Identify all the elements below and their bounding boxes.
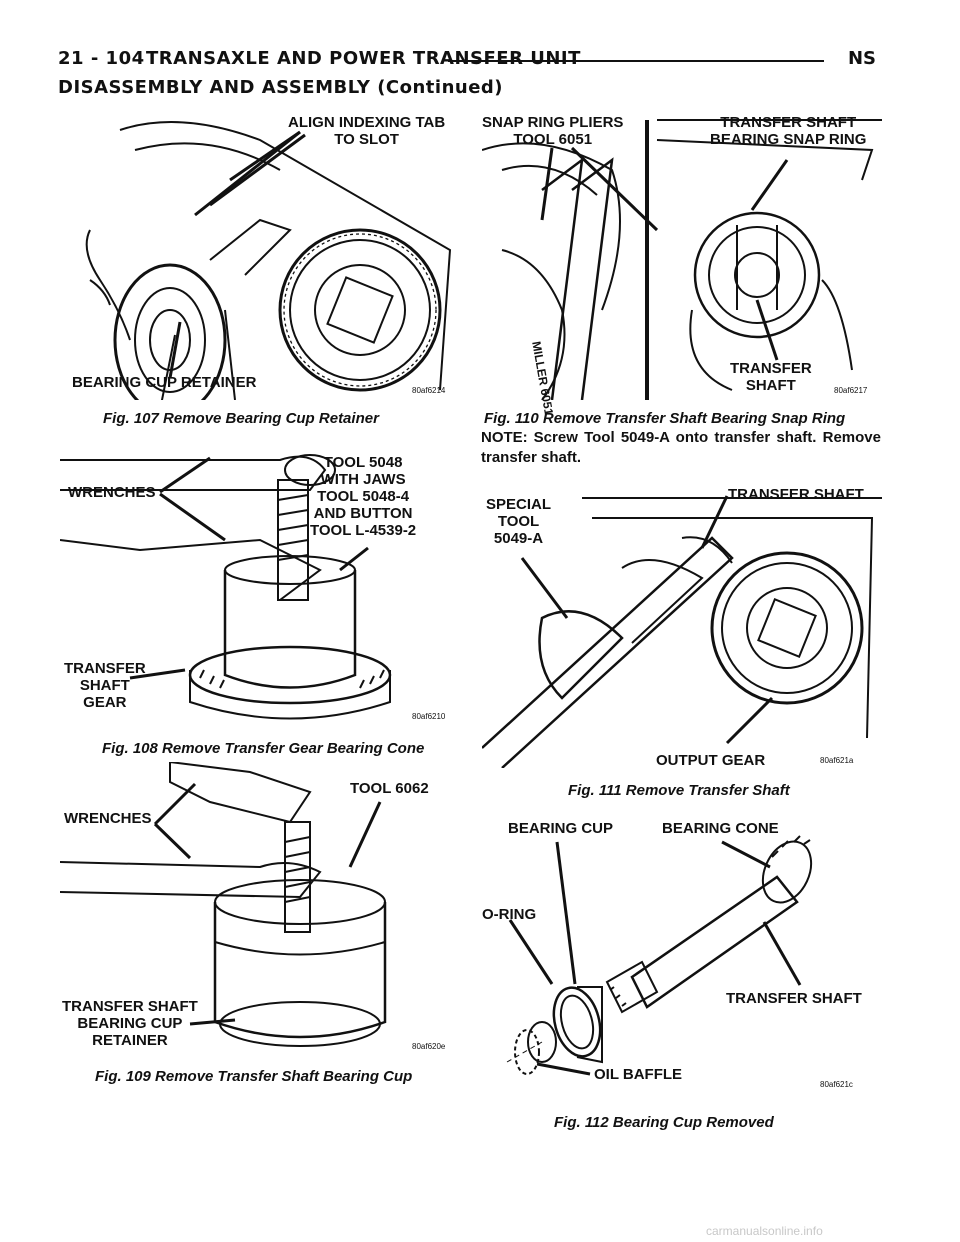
label-special-tool-5049a: SPECIAL TOOL 5049-A bbox=[486, 496, 552, 547]
label-wrenches: WRENCHES bbox=[68, 484, 156, 501]
vehicle-code: NS bbox=[847, 48, 876, 69]
header-rule bbox=[448, 60, 824, 62]
figure-107: ALIGN INDEXING TAB TO SLOT BEARING CUP R… bbox=[60, 110, 460, 400]
label-wrenches-109: WRENCHES bbox=[64, 810, 152, 827]
label-align-indexing-tab: ALIGN INDEXING TAB TO SLOT bbox=[288, 114, 446, 148]
figure-110-illustration bbox=[482, 119, 882, 400]
figure-109-caption: Fig. 109 Remove Transfer Shaft Bearing C… bbox=[95, 1068, 413, 1085]
figure-112: BEARING CUP BEARING CONE O-RING TRANSFER… bbox=[482, 812, 882, 1092]
label-snap-ring-pliers: SNAP RING PLIERS TOOL 6051 bbox=[482, 114, 624, 148]
note-paragraph: NOTE:Screw Tool 5049-A onto transfer sha… bbox=[481, 428, 881, 468]
figure-110-code: 80af6217 bbox=[834, 386, 868, 395]
figure-111-code: 80af621a bbox=[820, 756, 854, 765]
label-bearing-cup-retainer: BEARING CUP RETAINER bbox=[72, 374, 257, 391]
label-tool-6062: TOOL 6062 bbox=[350, 780, 429, 797]
label-bearing-cup: BEARING CUP bbox=[508, 820, 614, 837]
label-oil-baffle: OIL BAFFLE bbox=[594, 1066, 683, 1083]
note-text: Screw Tool 5049-A onto transfer shaft. R… bbox=[481, 429, 881, 466]
figure-109: WRENCHES TOOL 6062 TRANSFER SHAFT BEARIN… bbox=[60, 762, 460, 1052]
figure-112-caption: Fig. 112 Bearing Cup Removed bbox=[554, 1114, 774, 1131]
figure-109-illustration bbox=[60, 762, 387, 1047]
note-label: NOTE: bbox=[481, 429, 528, 446]
figure-108-illustration bbox=[60, 454, 392, 720]
figure-112-code: 80af621c bbox=[820, 1080, 853, 1089]
label-tool-5048: TOOL 5048 WITH JAWS TOOL 5048-4 AND BUTT… bbox=[310, 454, 417, 539]
watermark: carmanualsonline.info bbox=[706, 1224, 823, 1238]
label-transfer-shaft-gear: TRANSFER SHAFT GEAR bbox=[64, 660, 146, 711]
figure-112-illustration bbox=[506, 835, 813, 1076]
page-number: 21 - 104 bbox=[58, 48, 145, 69]
figure-111-illustration bbox=[482, 495, 882, 768]
page-header: 21 - 104 TRANSAXLE AND POWER TRANSFER UN… bbox=[58, 48, 876, 72]
label-bearing-cone: BEARING CONE bbox=[662, 820, 779, 837]
figure-108-caption: Fig. 108 Remove Transfer Gear Bearing Co… bbox=[102, 740, 425, 757]
label-transfer-shaft-112: TRANSFER SHAFT bbox=[726, 990, 862, 1007]
label-output-gear: OUTPUT GEAR bbox=[656, 752, 766, 769]
label-transfer-shaft-bearing-cup-retainer: TRANSFER SHAFT BEARING CUP RETAINER bbox=[62, 998, 198, 1049]
subheading: DISASSEMBLY AND ASSEMBLY (Continued) bbox=[58, 77, 504, 98]
figure-107-illustration bbox=[85, 121, 452, 400]
label-transfer-shaft-111: TRANSFER SHAFT bbox=[728, 486, 864, 503]
figure-110: SNAP RING PLIERS TOOL 6051 TRANSFER SHAF… bbox=[482, 110, 882, 416]
figure-108: WRENCHES TOOL 5048 WITH JAWS TOOL 5048-4… bbox=[60, 440, 460, 730]
label-transfer-shaft-110: TRANSFER SHAFT bbox=[730, 360, 812, 394]
figure-107-caption: Fig. 107 Remove Bearing Cup Retainer bbox=[103, 410, 379, 427]
figure-108-code: 80af6210 bbox=[412, 712, 446, 721]
label-o-ring: O-RING bbox=[482, 906, 537, 923]
figure-111-caption: Fig. 111 Remove Transfer Shaft bbox=[568, 782, 790, 799]
section-title: TRANSAXLE AND POWER TRANSFER UNIT bbox=[146, 48, 581, 69]
figure-110-caption: Fig. 110 Remove Transfer Shaft Bearing S… bbox=[484, 410, 846, 427]
figure-111: SPECIAL TOOL 5049-A TRANSFER SHAFT OUTPU… bbox=[482, 478, 882, 769]
figure-109-code: 80af620e bbox=[412, 1042, 446, 1051]
label-transfer-shaft-bearing-snap-ring: TRANSFER SHAFT BEARING SNAP RING bbox=[710, 114, 867, 148]
figure-107-code: 80af6214 bbox=[412, 386, 446, 395]
